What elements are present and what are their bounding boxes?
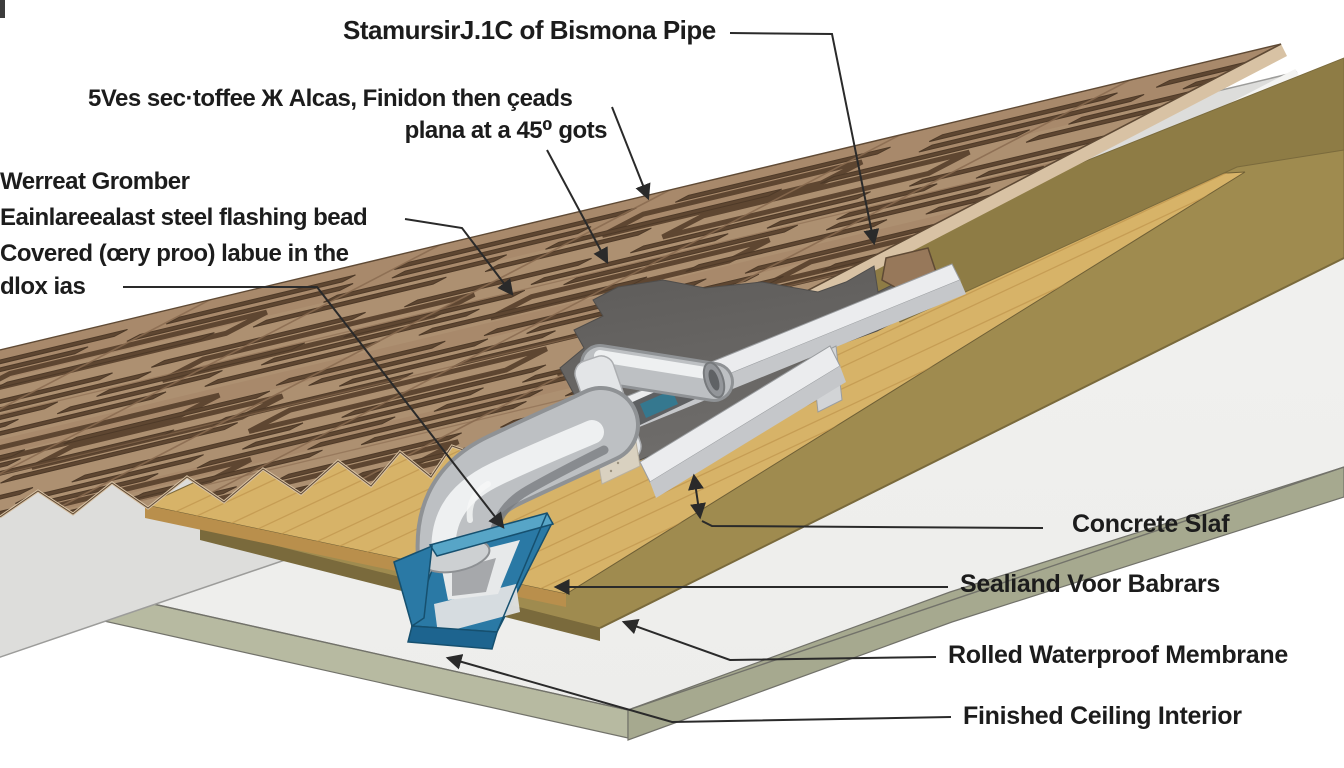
label-left-covered: Covered (œry proo) labue in the [0, 240, 349, 267]
leader-pipe-top [729, 32, 880, 246]
label-note-line2: plana at a 45⁰ gots [404, 117, 608, 144]
label-waterproof-membrane: Rolled Waterproof Membrane [948, 641, 1288, 669]
leader-concrete-slab [701, 520, 1044, 529]
leader-ceiling [445, 654, 952, 724]
leader-membrane [621, 619, 937, 662]
leader-lines [123, 32, 1044, 724]
label-note-line1: 5Ves sec·toffee Ж Alcas, Finidon then çe… [88, 85, 573, 112]
label-left-dlox: dlox ias [0, 273, 86, 300]
blue-drain-funnel [393, 512, 555, 650]
label-pipe-top: StamursirJ.1C of Bismona Pipe [343, 15, 716, 45]
leader-flashing-bead [404, 218, 514, 296]
label-concrete-slab: Concrete Slaf [1072, 510, 1230, 538]
label-finished-ceiling: Finished Ceiling Interior [963, 702, 1242, 730]
leader-note-2 [546, 149, 609, 265]
drain-pipe-elbow [415, 386, 640, 605]
pipe-upper-segment [580, 344, 734, 402]
label-left-werreat: Werreat Gromber [0, 168, 190, 195]
label-sealant-vapor-barrier: Sealiand Voor Babrars [960, 570, 1220, 598]
leader-note-1 [611, 106, 651, 201]
leader-covered-drain [123, 286, 505, 529]
edge-artifact [0, 0, 5, 18]
label-left-flashing-bead: Eainlareealast steel flashing bead [0, 204, 368, 231]
leader-slab-thickness-arrow [688, 473, 706, 520]
